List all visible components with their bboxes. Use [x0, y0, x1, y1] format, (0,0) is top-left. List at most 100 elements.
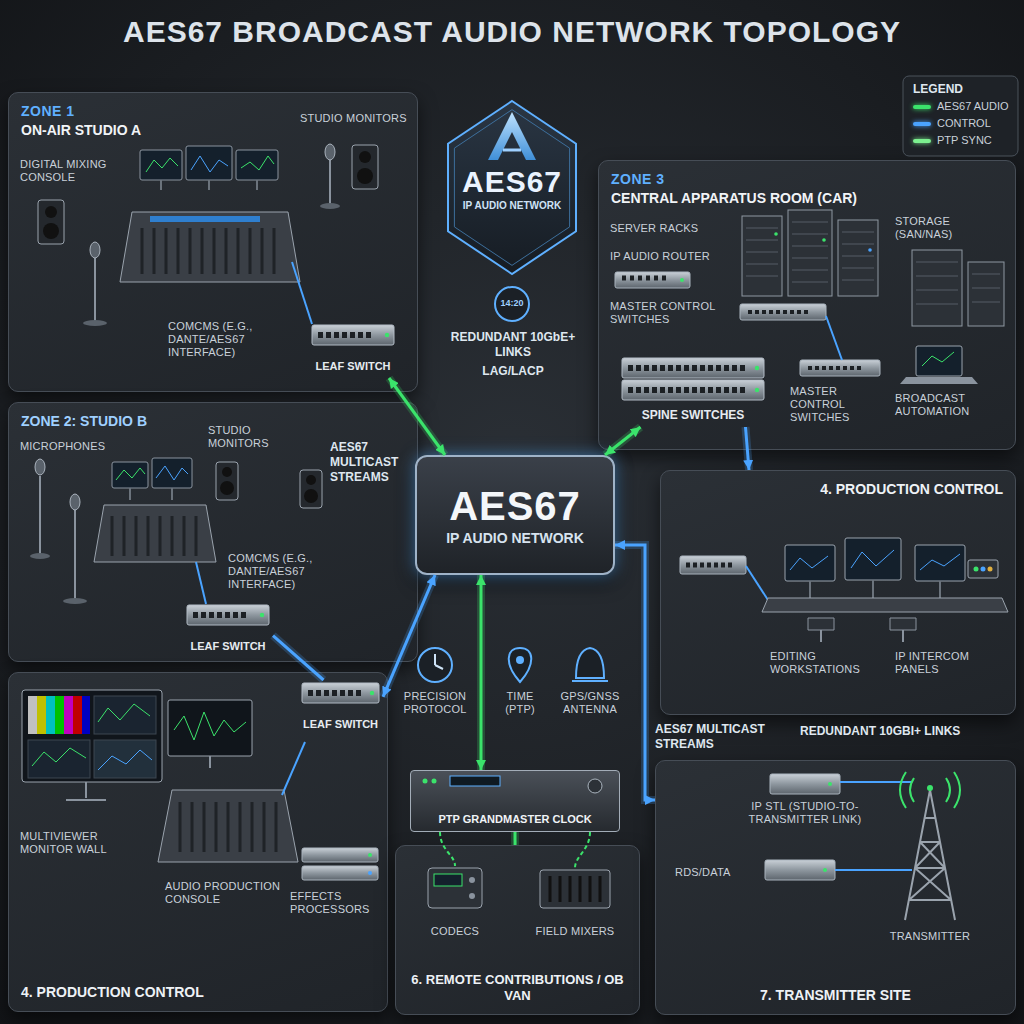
part-label: MASTER CONTROL SWITCHES	[790, 385, 890, 424]
logo-bar	[503, 149, 521, 152]
label-slot: IP INTERCOM PANELS	[895, 650, 1005, 676]
node-heading: SPINE SWITCHES	[642, 408, 745, 422]
switch-port	[348, 690, 353, 696]
label-slot: GPS/GNSS ANTENNA	[550, 690, 630, 716]
hexagon-shape	[448, 101, 576, 274]
label-slot: IP STL (STUDIO-TO-TRANSMITTER LINK)	[715, 800, 895, 826]
legend-row: PTP SYNC	[913, 134, 992, 147]
switch-port	[332, 690, 337, 696]
switch-port	[334, 332, 339, 338]
codec-unit	[428, 868, 482, 908]
network-link	[273, 636, 324, 680]
status-led	[868, 248, 872, 252]
switch-port	[676, 387, 681, 393]
status-led	[823, 868, 827, 872]
clock-display	[450, 776, 500, 786]
console-cable	[282, 742, 305, 795]
server-rack	[788, 210, 832, 296]
node-heading: ZONE 3	[611, 171, 665, 188]
speaker-cone	[45, 206, 57, 218]
field-mixer	[540, 870, 610, 908]
switch-port	[740, 365, 745, 371]
speaker	[352, 145, 378, 189]
switch-port	[342, 332, 347, 338]
mixing-console	[94, 505, 216, 562]
link-glow	[511, 832, 519, 845]
link-glow	[389, 378, 445, 455]
mic-stand	[94, 258, 96, 322]
switch-port	[628, 387, 633, 393]
workstation-monitor	[785, 545, 835, 581]
part-label: EDITING WORKSTATIONS	[770, 650, 885, 676]
switch-port	[724, 387, 729, 393]
speaker-cone	[306, 475, 316, 485]
leaf-switch: LEAF SWITCH	[298, 680, 383, 736]
time-pin-dot	[516, 656, 524, 664]
switch-port	[668, 387, 673, 393]
switch-port	[358, 332, 363, 338]
switch-port	[225, 612, 230, 618]
color-bar	[55, 696, 64, 734]
tower-light	[927, 785, 933, 791]
chair-leg	[821, 630, 903, 642]
codec-knob	[469, 893, 475, 899]
intercom-key	[988, 567, 993, 572]
mic-base	[83, 320, 107, 326]
color-bar	[37, 696, 46, 734]
mixer-faders	[550, 876, 600, 902]
speaker-cone	[43, 223, 59, 239]
mic-capsule	[35, 459, 45, 475]
color-bar	[64, 696, 73, 734]
legend-row: CONTROL	[913, 117, 991, 130]
network-link	[605, 427, 641, 455]
screen-wave	[174, 712, 246, 740]
part-label: STUDIO MONITORS	[300, 112, 412, 125]
switch-port	[217, 612, 222, 618]
label-slot: AES67 MULTICAST STREAMS	[330, 440, 414, 485]
mic-stand	[74, 510, 76, 600]
ptp-sync-line	[440, 832, 455, 866]
clock-hands	[435, 654, 443, 669]
part-label: REDUNDANT 10GBI+ LINKS	[800, 724, 1010, 739]
network-link	[383, 575, 435, 697]
switch-port	[740, 387, 745, 393]
switch-port	[716, 387, 721, 393]
switch-port	[636, 387, 641, 393]
status-led	[680, 278, 684, 282]
speaker-cone	[357, 168, 373, 184]
label-slot: STORAGE (SAN/NAS)	[895, 215, 1010, 241]
network-link	[389, 378, 445, 455]
monitor-stand	[161, 180, 257, 190]
master-switch	[800, 360, 880, 376]
link-glow	[615, 545, 655, 800]
switch-body	[312, 325, 394, 345]
laptop-screen	[916, 346, 962, 376]
color-bar	[46, 696, 55, 734]
remote-art	[428, 868, 610, 908]
switch-port	[316, 690, 321, 696]
console-faders	[142, 228, 274, 274]
part-label: GPS/GNSS ANTENNA	[550, 690, 630, 716]
label-slot: MASTER CONTROL SWITCHES	[610, 300, 720, 326]
screen-wave	[116, 468, 145, 480]
mic-capsule	[70, 494, 80, 510]
speaker-cone	[222, 467, 232, 477]
speaker-cone	[304, 489, 318, 503]
switch-port	[628, 365, 633, 371]
switch-port	[209, 612, 214, 618]
switch-port	[340, 690, 345, 696]
node-heading: 4. PRODUCTION CONTROL	[21, 984, 204, 1001]
node-heading: AES67	[449, 484, 581, 528]
switch-port	[668, 365, 673, 371]
node-subtext: CENTRAL APPARATUS ROOM (CAR)	[611, 190, 857, 207]
switch-ports	[748, 312, 864, 368]
switch-port	[708, 365, 713, 371]
spine-switch: SPINE SWITCHES	[618, 355, 768, 427]
switch-port	[366, 332, 371, 338]
rds-unit	[765, 860, 835, 880]
monitor-screen	[152, 458, 192, 488]
switch-body	[622, 380, 764, 400]
part-label: IP INTERCOM PANELS	[895, 650, 1005, 676]
